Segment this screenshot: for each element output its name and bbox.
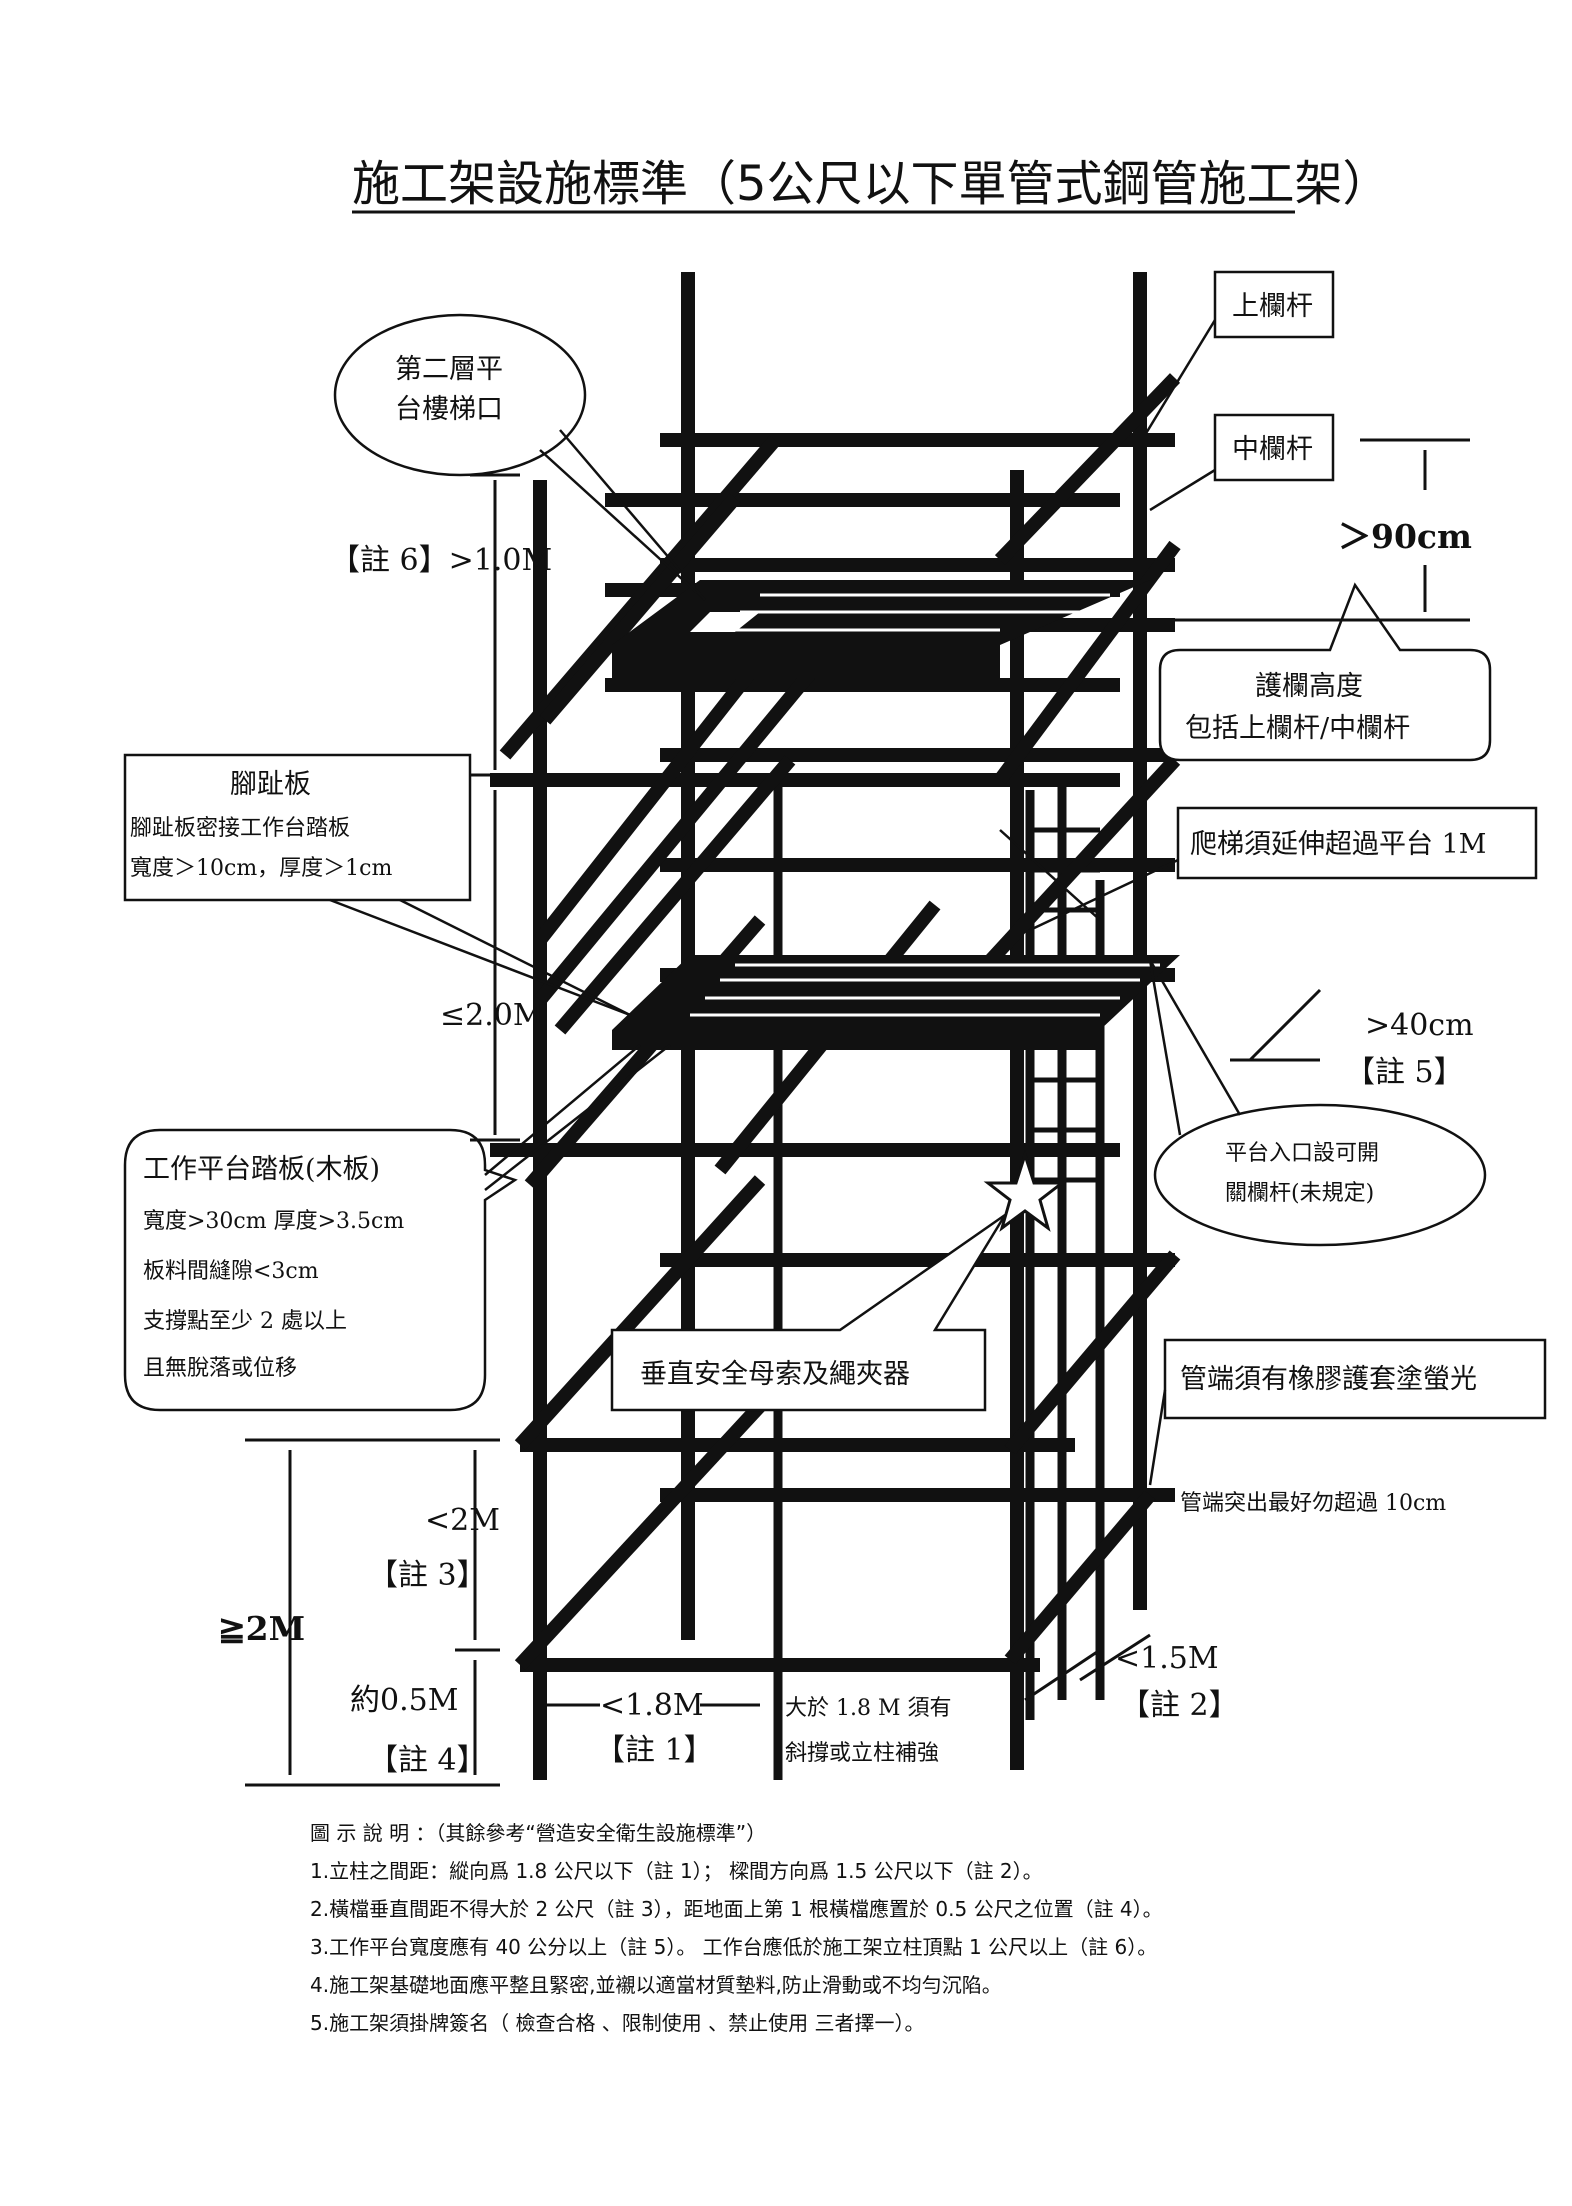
legend-item-1: 1.立柱之間距：縱向爲 1.8 公尺以下（註 1）； 樑間方向爲 1.5 公尺以… (310, 1859, 1043, 1883)
transom-11 (1004, 1250, 1181, 1455)
transom-10 (514, 1175, 766, 1450)
dimension-1m: 【註 6】>1.0M (330, 473, 552, 777)
legend-item-4: 4.施工架基礎地面應平整且緊密,並襯以適當材質墊料,防止滑動或不均勻沉陷。 (310, 1973, 1002, 1997)
transom-6 (554, 755, 796, 1035)
callout-stair: 第二層平 台樓梯口 (333, 313, 706, 601)
callout-work-line1: 工作平台踏板(木板) (143, 1154, 380, 1185)
callout-lifeline-text: 垂直安全母索及繩夾器 (640, 1359, 910, 1390)
lifeline-star-icon (983, 1150, 1067, 1232)
scaffold-structure (490, 272, 1181, 1780)
legend-item-3: 3.工作平台寬度應有 40 公分以上（註 5）。 工作台應低於施工架立柱頂點 1… (310, 1935, 1157, 1959)
brace-line2: 斜撐或立柱補強 (785, 1741, 939, 1766)
transom-5 (534, 620, 856, 1005)
transom-1 (499, 435, 781, 760)
dim-note1-text: 【註 1】 (595, 1733, 714, 1768)
callout-pipe-cap: 管端須有橡膠護套塗螢光 (1148, 1338, 1547, 1486)
callout-guard-line2: 包括上欄杆/中欄杆 (1185, 713, 1410, 744)
callout-toe-line2: 腳趾板密接工作台踏板 (130, 816, 350, 841)
dim-note4-text: 【註 4】 (368, 1743, 487, 1778)
callout-toe-line1: 腳趾板 (230, 769, 311, 800)
upper-platform-edge (612, 645, 1000, 678)
callout-toe-line3: 寬度＞10cm，厚度＞1cm (130, 856, 392, 881)
callout-guard-line1: 護欄高度 (1255, 671, 1363, 702)
callout-entrance-line2: 關欄杆(未規定) (1225, 1181, 1374, 1206)
dim-note6-text: 【註 6】>1.0M (330, 543, 552, 578)
callout-platform-entrance: 平台入口設可開 關欄杆(未規定) (1148, 959, 1487, 1247)
callout-ladder-text: 爬梯須延伸超過平台 1M (1190, 829, 1486, 860)
callout-work-line3: 板料間縫隙<3cm (143, 1259, 319, 1284)
callout-stair-line2: 台樓梯口 (395, 394, 503, 425)
callout-mid-rail: 中欄杆 (1149, 413, 1335, 512)
transom-2 (539, 493, 741, 725)
dim-40cm-text: >40cm (1365, 1008, 1474, 1043)
dim-18m-text: <1.8M (600, 1688, 704, 1723)
legend-item-2: 2.橫檔垂直間距不得大於 2 公尺（註 3），距地面上第 1 根橫檔應置於 0.… (310, 1897, 1163, 1921)
transom-13 (1004, 1490, 1156, 1665)
transom-12 (514, 1390, 776, 1670)
dim-15m-text: <1.5M (1115, 1641, 1219, 1676)
callout-entrance-line1: 平台入口設可開 (1225, 1141, 1379, 1166)
dimension-90cm: ＞90cm (1170, 438, 1472, 622)
transom-4 (534, 655, 766, 945)
page-title: 施工架設施標準（5公尺以下單管式鋼管施工架） (352, 156, 1391, 212)
dimension-lower: <2M 【註 3】 ≧2M 約0.5M 【註 4】 (218, 1438, 500, 1787)
callout-work-line2: 寬度>30cm 厚度>3.5cm (143, 1209, 404, 1234)
transom-3 (994, 540, 1181, 785)
callout-mid-rail-text: 中欄杆 (1232, 434, 1313, 465)
callout-lifeline: 垂直安全母索及繩夾器 (610, 1213, 1007, 1412)
stair-opening (690, 612, 760, 632)
callout-guard-height: 護欄高度 包括上欄杆/中欄杆 (1158, 582, 1492, 762)
dim-le2m-text: ≤2.0M (440, 998, 544, 1033)
dim-lt2m-text: <2M (425, 1503, 500, 1538)
dimension-15m: <1.5M 【註 2】 (1024, 1633, 1239, 1723)
legend-heading: 圖 示 說 明 ：（其餘參考“營造安全衛生設施標準”） (310, 1821, 766, 1845)
dim-90cm-text: ＞90cm (1338, 517, 1472, 556)
pipe-protrude-text: 管端突出最好勿超過 10cm (1180, 1491, 1446, 1516)
callout-pipe-cap-text: 管端須有橡膠護套塗螢光 (1180, 1364, 1477, 1395)
callout-top-rail-text: 上欄杆 (1232, 291, 1313, 322)
callout-work-line4: 支撐點至少 2 處以上 (143, 1309, 347, 1334)
dim-note2-text: 【註 2】 (1120, 1688, 1239, 1723)
transom-14 (994, 373, 1181, 565)
legend: 圖 示 說 明 ：（其餘參考“營造安全衛生設施標準”） 1.立柱之間距：縱向爲 … (310, 1821, 1163, 2035)
dim-05m-text: 約0.5M (350, 1683, 458, 1718)
dimension-18m: <1.8M 【註 1】 大於 1.8 M 須有 斜撐或立柱補強 (545, 1688, 952, 1768)
work-platform-edge (612, 1030, 1100, 1050)
callout-top-rail: 上欄杆 (1143, 270, 1335, 436)
callout-toe-board: 腳趾板 腳趾板密接工作台踏板 寬度＞10cm，厚度＞1cm (123, 753, 631, 1017)
dimension-40cm: >40cm 【註 5】 (1230, 988, 1474, 1090)
callout-ladder: 爬梯須延伸超過平台 1M (999, 806, 1538, 932)
dim-note5-text: 【註 5】 (1345, 1055, 1464, 1090)
work-platform (612, 955, 1180, 1030)
callout-work-line5: 且無脫落或位移 (143, 1356, 297, 1381)
dim-note3-text: 【註 3】 (368, 1558, 487, 1593)
brace-line1: 大於 1.8 M 須有 (785, 1696, 952, 1721)
legend-item-5: 5.施工架須掛牌簽名（ 檢查合格 、限制使用 、禁止使用 三者擇一）。 (310, 2011, 925, 2035)
dim-ge2m-text: ≧2M (218, 1609, 305, 1648)
dimension-2m: ≤2.0M (440, 790, 544, 1142)
callout-stair-line1: 第二層平 (395, 354, 503, 385)
callout-work-platform: 工作平台踏板(木板) 寬度>30cm 厚度>3.5cm 板料間縫隙<3cm 支撐… (123, 1044, 671, 1412)
